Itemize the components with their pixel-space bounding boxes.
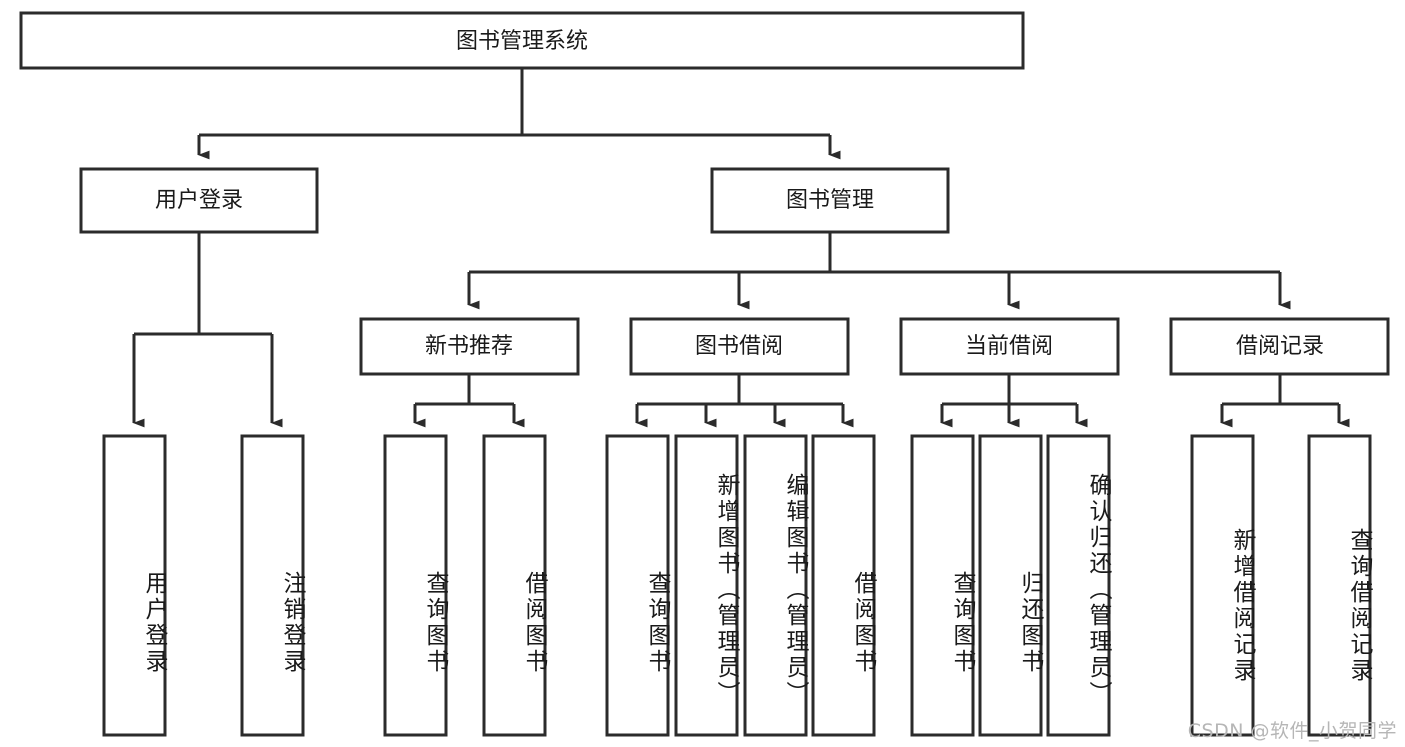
connector-user-login-to-leaves: [132, 232, 283, 428]
node-leaf-user-login[interactable]: [102, 434, 167, 737]
node-leaf-logout-login[interactable]: [240, 434, 305, 737]
node-leaf-query-book-3[interactable]: [910, 434, 975, 737]
node-user-login-label: 用户登录: [155, 188, 243, 213]
node-leaf-borrow-book-1[interactable]: [482, 434, 547, 737]
node-book-management[interactable]: 图书管理: [710, 167, 950, 234]
node-borrow-record[interactable]: 借阅记录: [1169, 317, 1390, 376]
node-current-borrow[interactable]: 当前借阅: [899, 317, 1120, 376]
node-leaf-query-record[interactable]: [1307, 434, 1372, 737]
node-current-borrow-label: 当前借阅: [965, 334, 1053, 359]
node-book-borrow[interactable]: 图书借阅: [629, 317, 850, 376]
connector-book-borrow-to-leaves: [635, 374, 854, 428]
node-leaf-add-record[interactable]: [1190, 434, 1255, 737]
connector-current-borrow-to-leaves: [940, 374, 1088, 428]
connector-new-book-recommend-to-leaves: [413, 374, 525, 428]
node-leaf-confirm-return[interactable]: [1046, 434, 1111, 737]
node-borrow-record-label: 借阅记录: [1236, 334, 1324, 359]
node-new-book-recommend-label: 新书推荐: [425, 334, 513, 359]
node-leaf-edit-book[interactable]: [743, 434, 808, 737]
node-leaf-query-book-1[interactable]: [383, 434, 448, 737]
node-root[interactable]: 图书管理系统: [19, 11, 1025, 70]
connector-root-to-level2: [197, 68, 841, 160]
node-new-book-recommend[interactable]: 新书推荐: [359, 317, 580, 376]
node-book-management-label: 图书管理: [786, 188, 874, 213]
node-leaf-return-book[interactable]: [978, 434, 1043, 737]
csdn-watermark: CSDN @软件_小贺同学: [1187, 720, 1397, 742]
node-leaf-add-book[interactable]: [674, 434, 739, 737]
connector-book-management-to-level3: [467, 232, 1291, 310]
connector-borrow-record-to-leaves: [1220, 374, 1350, 428]
node-leaf-query-book-2[interactable]: [605, 434, 670, 737]
node-user-login[interactable]: 用户登录: [79, 167, 319, 234]
node-root-label: 图书管理系统: [456, 29, 588, 54]
node-leaf-borrow-book-2[interactable]: [811, 434, 876, 737]
node-book-borrow-label: 图书借阅: [695, 334, 783, 359]
